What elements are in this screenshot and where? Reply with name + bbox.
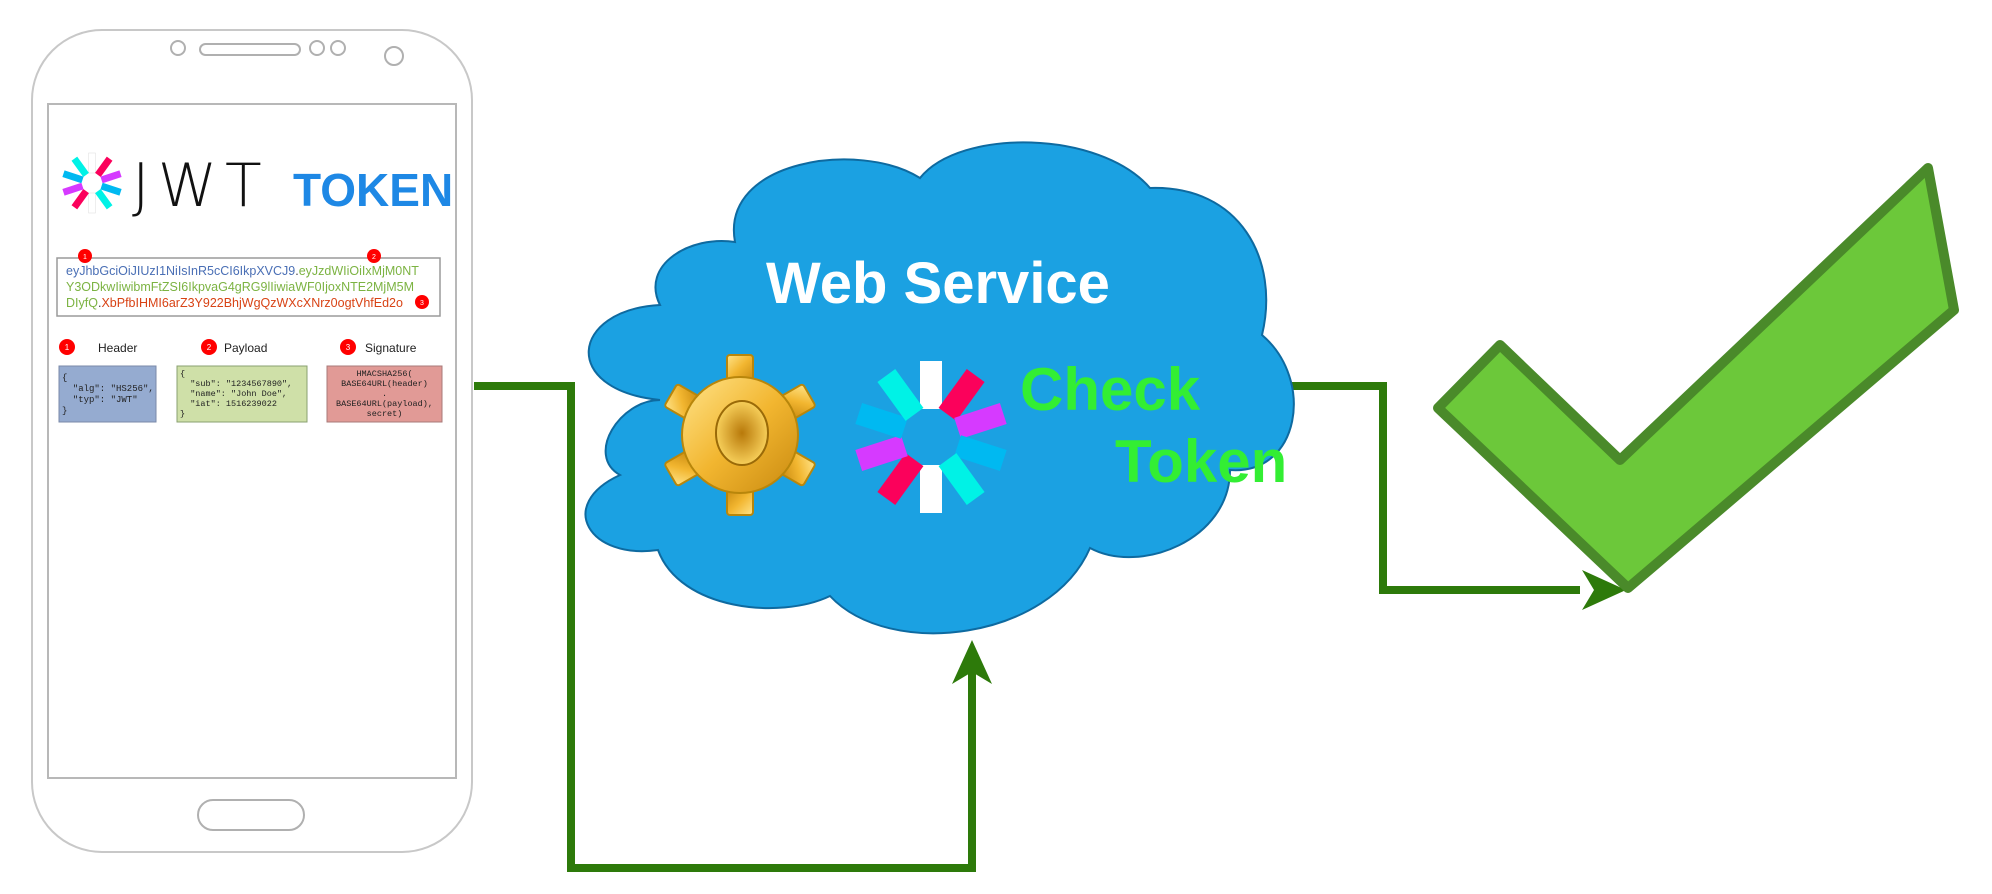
svg-text:}: }	[180, 409, 185, 419]
svg-text:1: 1	[83, 254, 87, 261]
marker-badge-1	[78, 249, 92, 263]
section-payload: 2 Payload { "sub": "1234567890", "name":…	[176, 339, 308, 423]
number-badge	[59, 339, 75, 355]
response-arrow	[1236, 382, 1626, 610]
section-label: Signature	[365, 341, 417, 355]
phone-screen	[47, 103, 457, 779]
encoded-token-line1: eyJhbGciOiJIUzI1NiIsInR5cCI6IkpXVCJ9.eyJ…	[66, 264, 419, 278]
logo-token-text: TOKEN	[293, 164, 453, 216]
gear-icon	[664, 354, 816, 516]
payload-json-box	[176, 365, 308, 423]
svg-text:BASE64URL(payload),: BASE64URL(payload),	[336, 399, 433, 409]
svg-text:secret): secret)	[367, 409, 403, 419]
svg-text:2: 2	[372, 254, 376, 261]
svg-text:.: .	[382, 389, 387, 399]
svg-text:HMACSHA256(: HMACSHA256(	[356, 369, 412, 379]
svg-text:BASE64URL(header): BASE64URL(header)	[341, 379, 428, 389]
svg-text:"alg": "HS256",: "alg": "HS256",	[62, 384, 154, 394]
svg-text:{: {	[180, 369, 185, 379]
header-json-box	[58, 365, 157, 423]
arrow-head-up	[952, 640, 992, 684]
checkmark-icon	[1433, 163, 1959, 593]
svg-text:"typ": "JWT": "typ": "JWT"	[62, 395, 138, 405]
token-label: Token	[1115, 428, 1287, 495]
home-button[interactable]	[197, 799, 305, 831]
svg-text:{: {	[62, 373, 67, 383]
number-badge	[201, 339, 217, 355]
svg-text:1: 1	[65, 343, 70, 352]
check-label: Check	[1020, 356, 1201, 423]
front-camera	[384, 46, 404, 66]
token-payload-part: eyJzdWIiOiIxMjM0NT	[299, 264, 420, 278]
marker-badge-2	[367, 249, 381, 263]
token-header-part: eyJhbGciOiJIUzI1NiIsInR5cCI6IkpXVCJ9	[66, 264, 295, 278]
svg-text:3: 3	[420, 300, 424, 307]
svg-text:"sub": "1234567890",: "sub": "1234567890",	[180, 379, 292, 389]
number-badge	[340, 339, 356, 355]
jwt-logo-icon	[855, 361, 1007, 513]
logo-jwt-text: JWT	[132, 151, 270, 221]
phone-mockup	[31, 29, 473, 853]
svg-text:}: }	[62, 406, 67, 416]
svg-text:2: 2	[207, 343, 212, 352]
cloud-title: Web Service	[766, 251, 1110, 316]
signature-json-box	[326, 365, 443, 423]
encoded-token-line2: Y3ODkwIiwibmFtZSI6IkpvaG4gRG9lIiwiaWF0Ij…	[66, 280, 414, 294]
section-label: Payload	[224, 341, 267, 355]
section-signature: 3 Signature HMACSHA256( BASE64URL(header…	[326, 339, 443, 423]
jwt-logo-icon	[62, 152, 122, 214]
encoded-token-box: eyJhbGciOiJIUzI1NiIsInR5cCI6IkpXVCJ9.eyJ…	[56, 249, 441, 317]
sensor-dot	[170, 40, 186, 56]
marker-badge-3	[415, 295, 429, 309]
section-header: 1 Header { "alg": "HS256", "typ": "JWT" …	[58, 339, 157, 423]
svg-text:"iat": 1516239022: "iat": 1516239022	[180, 399, 277, 409]
svg-text:3: 3	[346, 343, 351, 352]
encoded-token-line3: DIyfQ.XbPfbIHMI6arZ3Y922BhjWgQzWXcXNrz0o…	[66, 296, 403, 310]
svg-text:"name": "John Doe",: "name": "John Doe",	[180, 389, 287, 399]
arrow-head-right	[1582, 570, 1626, 610]
token-signature-part: XbPfbIHMI6arZ3Y922BhjWgQzWXcXNrz0ogtVhfE…	[101, 296, 403, 310]
request-arrow	[474, 382, 992, 872]
speaker-grille	[199, 43, 301, 56]
sensor-dot	[309, 40, 325, 56]
section-label: Header	[98, 341, 137, 355]
sensor-dot	[330, 40, 346, 56]
